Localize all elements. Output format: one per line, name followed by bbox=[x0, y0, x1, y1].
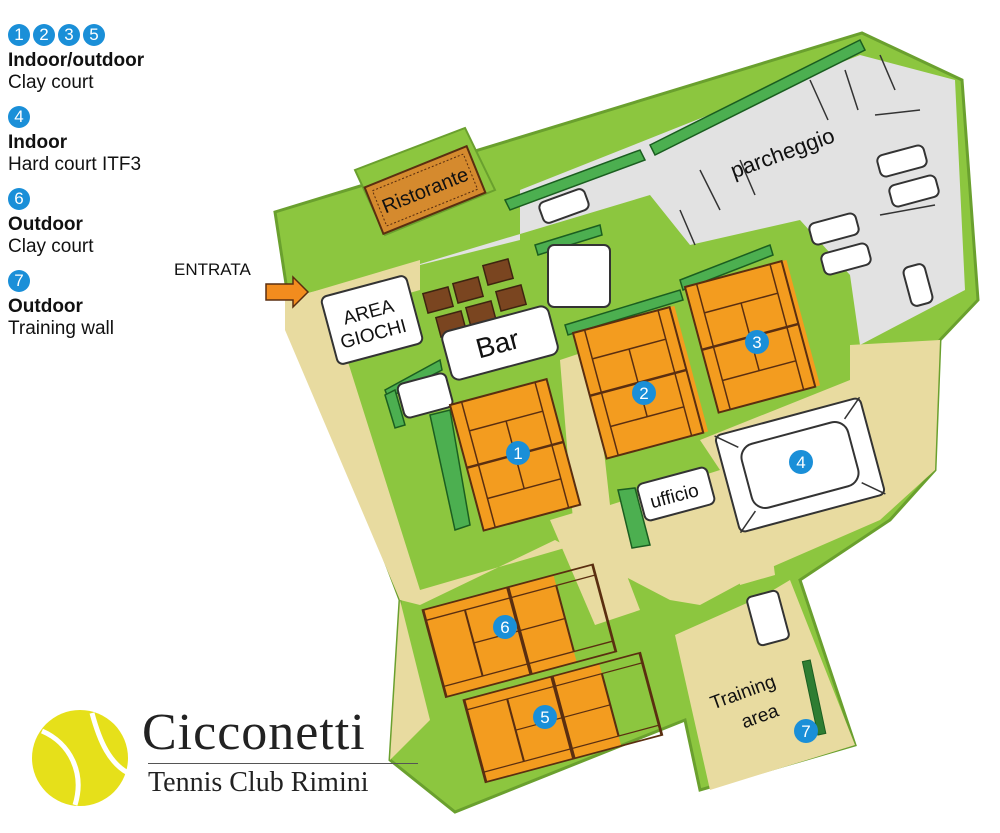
svg-text:5: 5 bbox=[540, 708, 549, 727]
court-badge-4: 4 bbox=[789, 450, 813, 474]
court-badge-6: 6 bbox=[493, 615, 517, 639]
svg-text:2: 2 bbox=[639, 384, 648, 403]
building bbox=[396, 372, 454, 419]
hedges bbox=[384, 38, 867, 549]
svg-text:6: 6 bbox=[500, 618, 509, 637]
svg-text:4: 4 bbox=[796, 453, 805, 472]
parked-cars bbox=[538, 144, 940, 307]
parking-lines bbox=[679, 54, 936, 246]
legend-subtitle: Clay court bbox=[8, 236, 94, 257]
court-badge-5: 5 bbox=[533, 705, 557, 729]
club-subtitle: Tennis Club Rimini bbox=[148, 767, 369, 798]
walkway bbox=[285, 305, 940, 605]
court-badge: 1 bbox=[8, 24, 30, 46]
court-badges: 1 2 3 4 5 6 7 bbox=[493, 330, 818, 743]
club-logo: Cicconetti Tennis Club Rimini bbox=[30, 703, 430, 813]
parking-area bbox=[300, 55, 965, 345]
court-badge: 7 bbox=[8, 270, 30, 292]
logo-divider bbox=[148, 763, 418, 764]
court-badge-3: 3 bbox=[745, 330, 769, 354]
legend-title: Indoor bbox=[8, 132, 68, 153]
court-badge: 2 bbox=[33, 24, 55, 46]
entrance-label: ENTRATA bbox=[174, 260, 251, 279]
legend-subtitle: Hard court ITF3 bbox=[8, 154, 142, 175]
legend-title: Outdoor bbox=[8, 296, 83, 317]
legend: 1 2 3 5 Indoor/outdoor Clay court 4 Indo… bbox=[8, 24, 228, 352]
legend-item-outdoor-clay: 6 Outdoor Clay court bbox=[8, 188, 228, 258]
building bbox=[547, 244, 611, 308]
legend-subtitle: Training wall bbox=[8, 318, 114, 339]
legend-item-clay-indoor-outdoor: 1 2 3 5 Indoor/outdoor Clay court bbox=[8, 24, 228, 94]
court-badge-7: 7 bbox=[794, 719, 818, 743]
svg-text:7: 7 bbox=[801, 722, 810, 741]
office: ufficio bbox=[636, 466, 716, 522]
training-shed bbox=[746, 589, 790, 647]
entrance-arrow-icon bbox=[265, 275, 310, 309]
club-name: Cicconetti bbox=[142, 704, 366, 761]
court-badge: 6 bbox=[8, 188, 30, 210]
playground: AREA GIOCHI bbox=[320, 275, 424, 365]
legend-title: Indoor/outdoor bbox=[8, 50, 145, 71]
legend-title: Outdoor bbox=[8, 214, 83, 235]
bar: Bar bbox=[441, 305, 559, 381]
legend-item-training-wall: 7 Outdoor Training wall bbox=[8, 270, 228, 340]
tennis-ball-icon bbox=[32, 710, 130, 806]
court-badge-1: 1 bbox=[506, 441, 530, 465]
svg-text:3: 3 bbox=[752, 333, 761, 352]
walkway bbox=[550, 505, 640, 625]
legend-subtitle: Clay court bbox=[8, 72, 94, 93]
svg-text:1: 1 bbox=[513, 444, 522, 463]
court-badge: 4 bbox=[8, 106, 30, 128]
legend-item-indoor-hard: 4 Indoor Hard court ITF3 bbox=[8, 106, 228, 176]
court-badge-2: 2 bbox=[632, 381, 656, 405]
court-badge: 5 bbox=[83, 24, 105, 46]
training-wall bbox=[801, 659, 827, 736]
court-badge: 3 bbox=[58, 24, 80, 46]
